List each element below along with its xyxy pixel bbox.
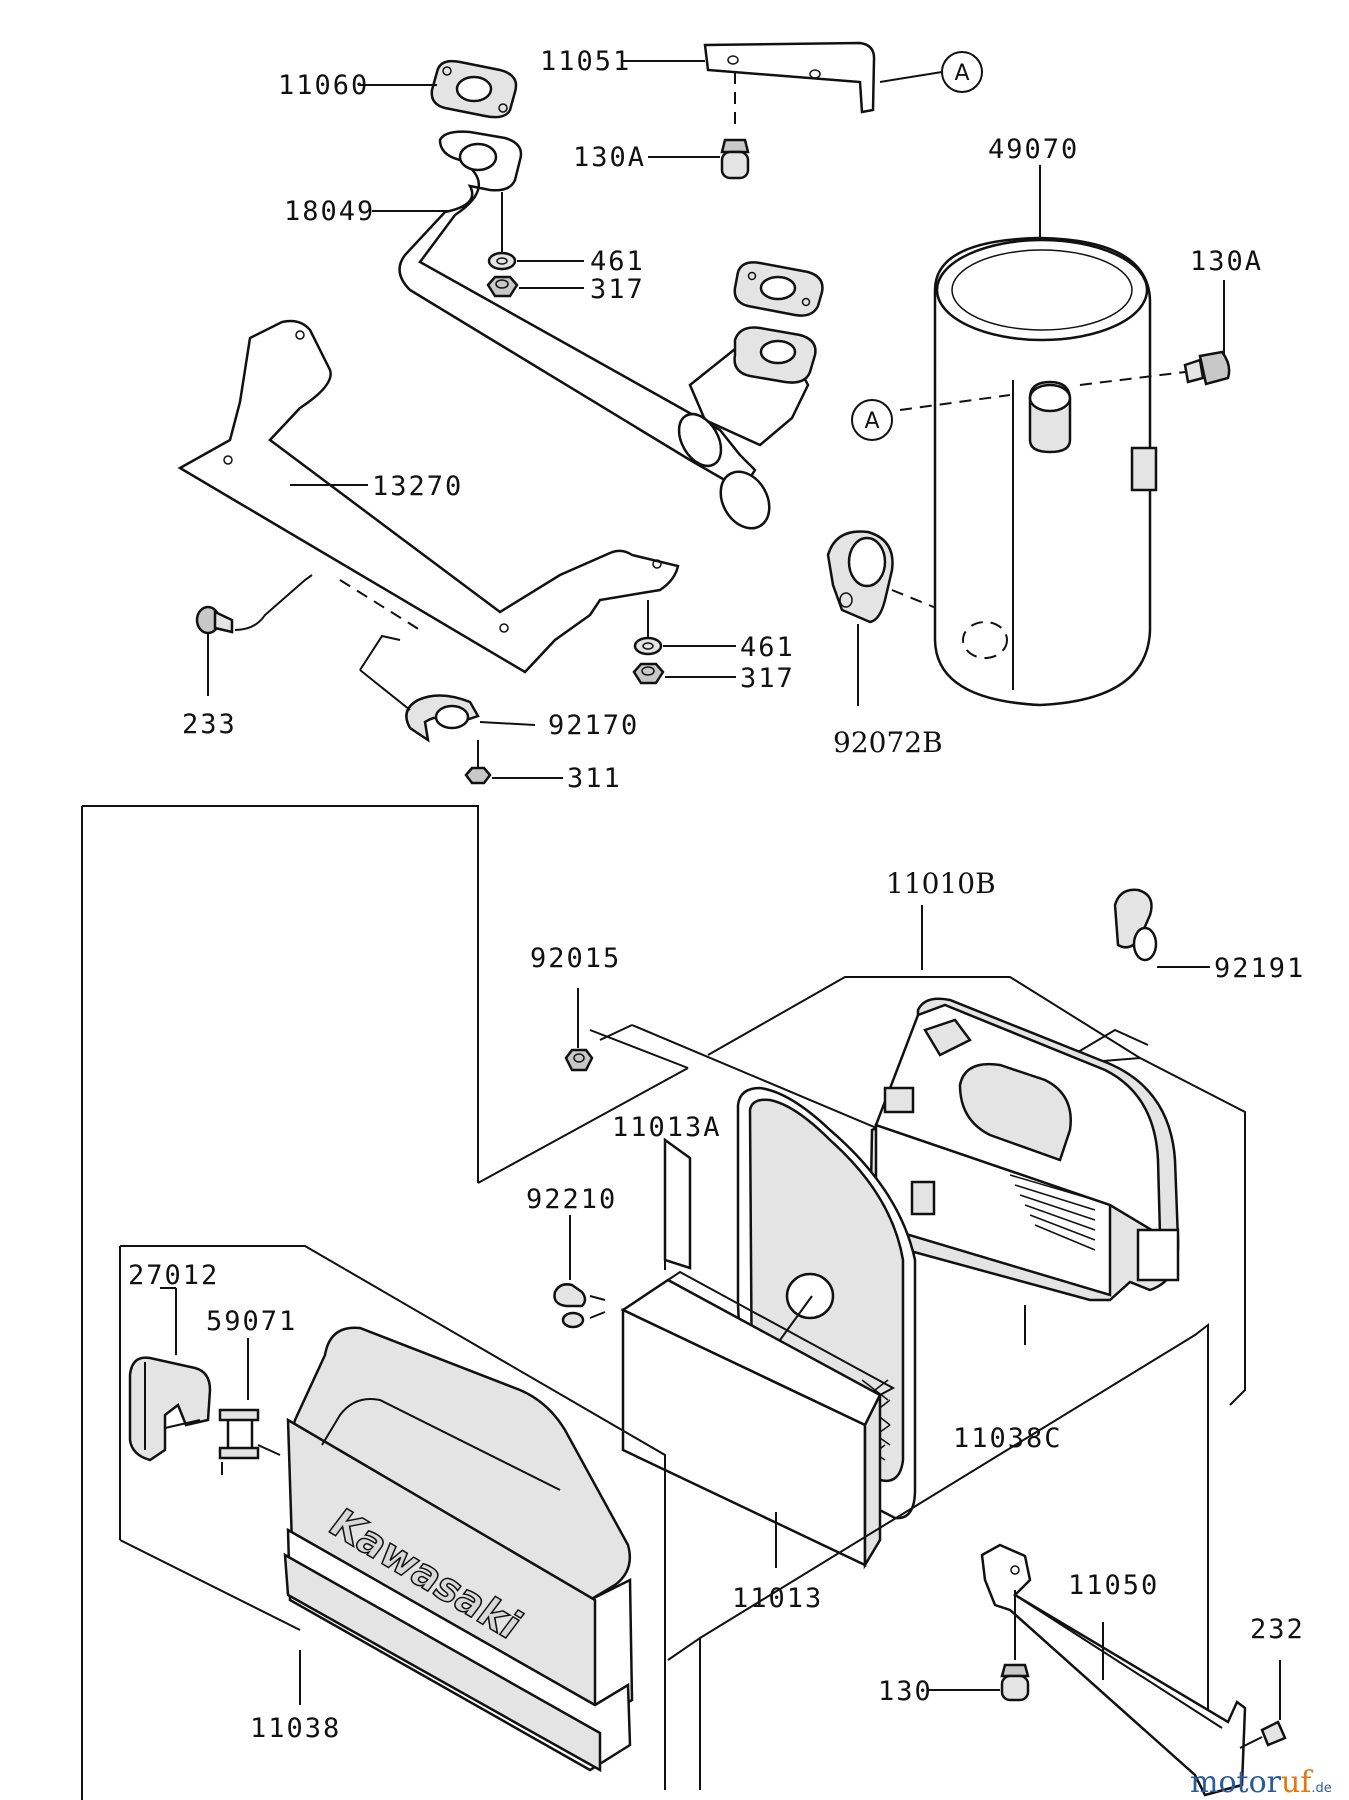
air-cleaner-base-11038C xyxy=(868,997,1180,1302)
nut-317-top xyxy=(486,275,519,298)
callout-a-top: A xyxy=(941,51,983,93)
label-130A-top: 130A xyxy=(573,142,646,173)
exhaust-pipe-18049 xyxy=(398,130,817,530)
screw-130A-right xyxy=(1183,280,1231,386)
label-49070: 49070 xyxy=(988,134,1079,165)
label-27012: 27012 xyxy=(128,1260,219,1291)
label-232: 232 xyxy=(1250,1614,1305,1645)
dash-130A-muffler xyxy=(1079,371,1186,386)
label-11038: 11038 xyxy=(250,1713,341,1744)
label-317-bot: 317 xyxy=(740,663,795,694)
label-11010B: 11010B xyxy=(886,867,996,900)
label-233: 233 xyxy=(182,709,237,740)
label-130A-right: 130A xyxy=(1190,246,1263,277)
label-11038C: 11038C xyxy=(953,1423,1063,1454)
washer-461-bot xyxy=(633,600,663,656)
label-311: 311 xyxy=(567,763,622,794)
label-92015: 92015 xyxy=(530,943,621,974)
label-59071: 59071 xyxy=(206,1306,297,1337)
bracket-11051 xyxy=(703,41,943,114)
watermark-logo: motoruf.de xyxy=(1190,1765,1332,1800)
frame-base-link xyxy=(667,1636,701,1790)
callout-a-mid: A xyxy=(851,399,893,441)
frame-cover xyxy=(120,1245,666,1790)
label-11013A: 11013A xyxy=(612,1112,722,1143)
frame-link-2 xyxy=(589,1029,689,1069)
air-filter-cover-11038: Kawasaki xyxy=(283,1326,634,1773)
label-130: 130 xyxy=(878,1676,933,1707)
bracket-11050 xyxy=(980,1543,1247,1797)
clamp-92170 xyxy=(359,634,536,785)
label-11051: 11051 xyxy=(540,46,631,77)
clamp-92072B xyxy=(826,530,894,706)
label-11060: 11060 xyxy=(278,70,369,101)
heat-shield-13270 xyxy=(177,319,680,674)
svg-text:A: A xyxy=(954,61,969,86)
svg-text:motoruf.de: motoruf.de xyxy=(1190,1765,1332,1800)
label-92072B: 92072B xyxy=(833,726,943,759)
frame-92191 xyxy=(1067,1028,1149,1059)
clip-92191 xyxy=(1113,888,1158,962)
frame-base-right xyxy=(699,1322,1209,1790)
gasket-exhaust-2 xyxy=(733,261,824,317)
part-labels: 11051 11060 130A 49070 18049 461 317 130… xyxy=(128,46,1305,1744)
screw-232 xyxy=(1239,1660,1287,1749)
bolt-130 xyxy=(1000,1590,1030,1702)
svg-text:A: A xyxy=(864,409,879,434)
clip-27012 xyxy=(128,1287,212,1462)
frame-link-1 xyxy=(477,1067,689,1184)
washer-461-top xyxy=(487,192,517,271)
screw-130A-top xyxy=(720,72,750,180)
frame-outer xyxy=(82,805,479,1183)
muffler-49070 xyxy=(933,165,1158,707)
label-317-top: 317 xyxy=(590,274,645,305)
label-92191: 92191 xyxy=(1214,953,1305,984)
frame-11010B xyxy=(707,976,1141,1059)
label-13270: 13270 xyxy=(372,471,463,502)
label-461-top: 461 xyxy=(590,246,645,277)
frame-cover-bottom xyxy=(119,1539,301,1631)
frame-right xyxy=(1077,1056,1246,1406)
nut-317-bot xyxy=(632,662,665,685)
element-11013 xyxy=(620,1270,896,1570)
label-92170: 92170 xyxy=(548,710,639,741)
label-18049: 18049 xyxy=(284,196,375,227)
bolt-233 xyxy=(195,574,313,696)
label-11050: 11050 xyxy=(1068,1570,1159,1601)
clip-92210 xyxy=(553,1215,606,1329)
label-461-bot: 461 xyxy=(740,632,795,663)
label-92210: 92210 xyxy=(526,1184,617,1215)
label-11013: 11013 xyxy=(732,1583,823,1614)
spring-59071 xyxy=(218,1338,281,1475)
gasket-11060 xyxy=(430,59,518,119)
